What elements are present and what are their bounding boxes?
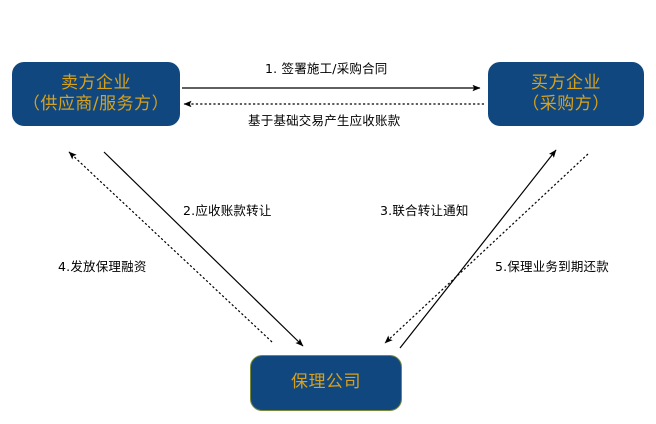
edge-label-sign-contract: 1. 签署施工/采购合同 — [265, 61, 388, 76]
edge-receivable-transfer — [103, 151, 304, 347]
edge-label-maturity-repayment: 5.保理业务到期还款 — [495, 259, 609, 274]
edge-label-receivable-generated: 基于基础交易产生应收账款 — [248, 113, 401, 128]
node-seller-enterprise[interactable]: 卖方企业 （供应商/服务方） — [12, 62, 180, 126]
edge-label-factoring-financing: 4.发放保理融资 — [58, 259, 147, 274]
edge-label-receivable-transfer: 2.应收账款转让 — [183, 203, 272, 218]
edge-label-joint-transfer-notice: 3.联合转让通知 — [380, 203, 469, 218]
node-buyer-enterprise[interactable]: 买方企业 （采购方） — [488, 62, 644, 126]
node-factoring-company[interactable]: 保理公司 — [250, 355, 402, 411]
edge-maturity-repayment — [384, 153, 589, 344]
edge-joint-transfer-notice — [399, 149, 557, 349]
edge-factoring-financing — [68, 151, 273, 343]
